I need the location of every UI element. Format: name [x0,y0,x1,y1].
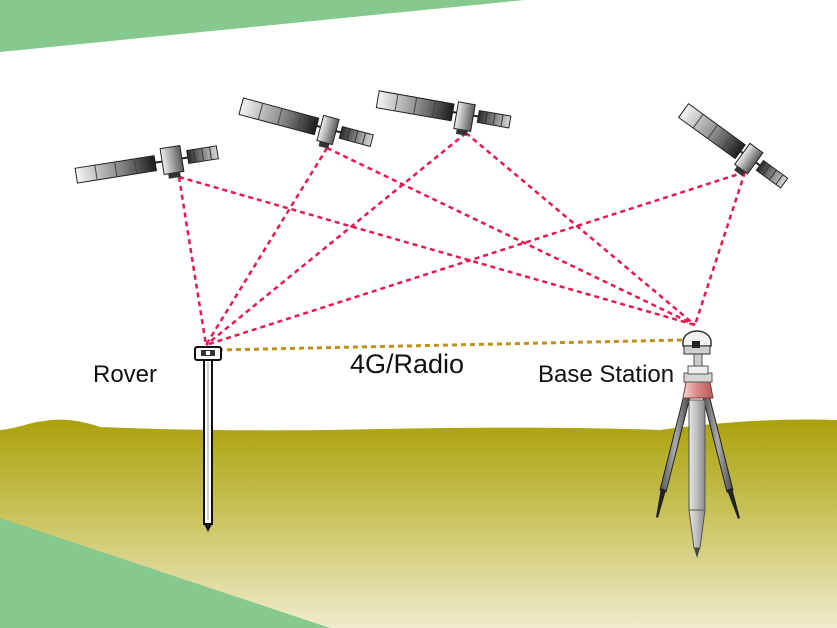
base-station-tripod-icon [656,330,740,558]
satellite-icon [677,102,789,189]
satellite-icon [375,90,512,136]
foreground-field [0,518,330,628]
signal-line-sat4-rover [205,170,746,347]
satellite-signal-lines [177,132,747,347]
radio-link-label: 4G/Radio [350,349,465,379]
signal-line-sat1-rover [177,176,208,346]
base-station-label: Base Station [538,361,675,388]
satellite-icon [74,145,219,184]
signal-line-sat1-base [178,175,696,327]
signal-line-sat3-base [465,132,696,326]
rover-pole-icon [194,346,222,532]
signal-line-sat2-rover [204,147,329,346]
signal-line-sat3-rover [205,132,467,346]
satellite-icon [238,97,374,149]
signal-line-sat4-base [693,171,747,326]
rover-label: Rover [93,361,158,388]
sky-corner-field [0,0,525,52]
radio-link-line [217,338,685,352]
